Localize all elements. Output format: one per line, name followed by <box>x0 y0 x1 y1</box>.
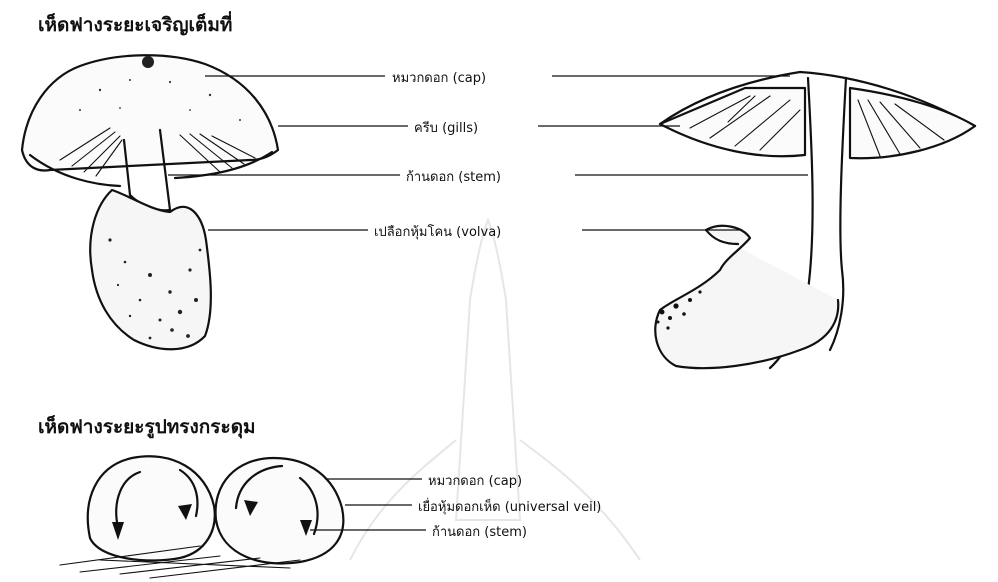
mature-mushroom-side <box>22 55 278 349</box>
label-button-stem: ก้านดอก (stem) <box>432 521 527 542</box>
button-stage-mushrooms <box>60 456 343 578</box>
label-cap: หมวกดอก (cap) <box>392 67 486 88</box>
mature-cap <box>22 55 278 170</box>
mature-volva <box>90 190 211 349</box>
label-button-cap: หมวกดอก (cap) <box>428 470 522 491</box>
label-universal-veil: เยื่อหุ้มดอกเห็ด (universal veil) <box>418 496 601 517</box>
label-volva: เปลือกหุ้มโคน (volva) <box>374 221 501 242</box>
label-stem: ก้านดอก (stem) <box>406 166 501 187</box>
label-gills: ครีบ (gills) <box>414 117 478 138</box>
mature-mushroom-section <box>655 72 975 368</box>
